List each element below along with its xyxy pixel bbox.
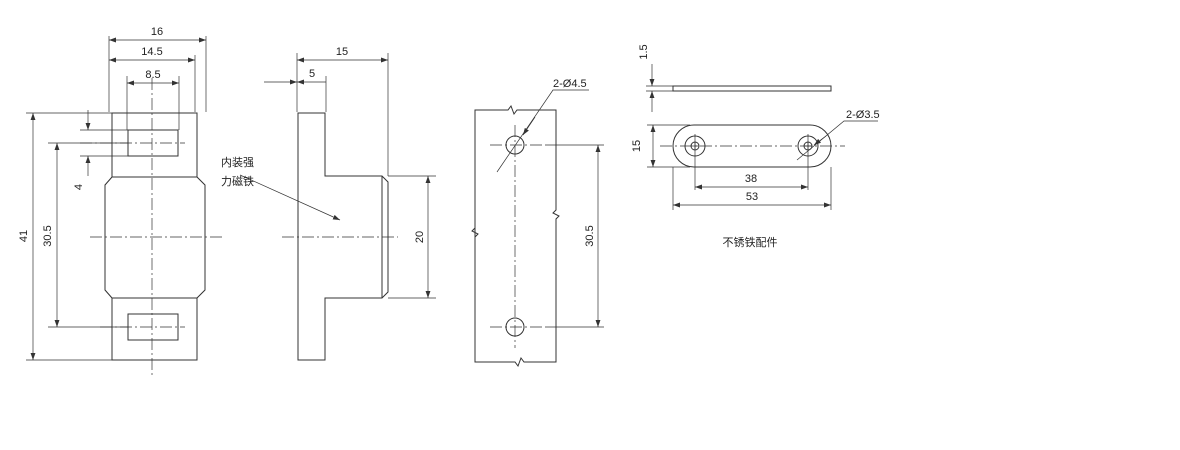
- dim-label-15: 15: [336, 46, 348, 58]
- hole-callout-leader: [796, 120, 878, 161]
- dim-label-4: 4: [73, 184, 85, 190]
- hole-callout-label: 2-Ø4.5: [553, 78, 587, 90]
- plate-view: 2-Ø4.5 30.5: [471, 78, 604, 368]
- strike-plate-caption: 不锈铁配件: [723, 236, 778, 249]
- magnet-callout-leader: [239, 174, 341, 221]
- hole-callout-leader: [496, 89, 589, 173]
- strike-plate-side-view: [672, 85, 832, 92]
- dim-label-38: 38: [745, 173, 757, 185]
- dim-label-30-5: 30.5: [584, 225, 596, 246]
- hole-callout-label: 2-Ø3.5: [846, 109, 880, 121]
- dim-label-8-5: 8.5: [145, 69, 160, 81]
- dim-label-5: 5: [309, 68, 315, 80]
- hole-callout-arrow: [522, 116, 536, 136]
- strike-plate-views: 1.5 15 2-Ø3.5 38 53 不锈铁配件: [631, 44, 880, 249]
- dim-label-30-5: 30.5: [42, 225, 54, 246]
- dim-label-16: 16: [151, 26, 163, 38]
- dim-label-1-5: 1.5: [638, 44, 650, 59]
- plate-outline: [471, 104, 560, 368]
- dim-label-20: 20: [414, 231, 426, 243]
- dim-label-14-5: 14.5: [141, 46, 162, 58]
- side-view-outline: [297, 112, 389, 361]
- side-view: 15 5 20 内装强 力磁铁: [221, 46, 436, 361]
- dim-label-15: 15: [631, 140, 643, 152]
- front-view: 16 14.5 8.5 41 30.5 4: [18, 26, 225, 378]
- dim-label-41: 41: [18, 230, 30, 242]
- magnet-callout-line1: 内装强: [221, 155, 254, 169]
- magnet-callout-line2: 力磁铁: [221, 175, 254, 188]
- dim-label-53: 53: [746, 191, 758, 203]
- front-view-outline: [104, 112, 206, 361]
- hole-callout-arrow: [813, 135, 827, 146]
